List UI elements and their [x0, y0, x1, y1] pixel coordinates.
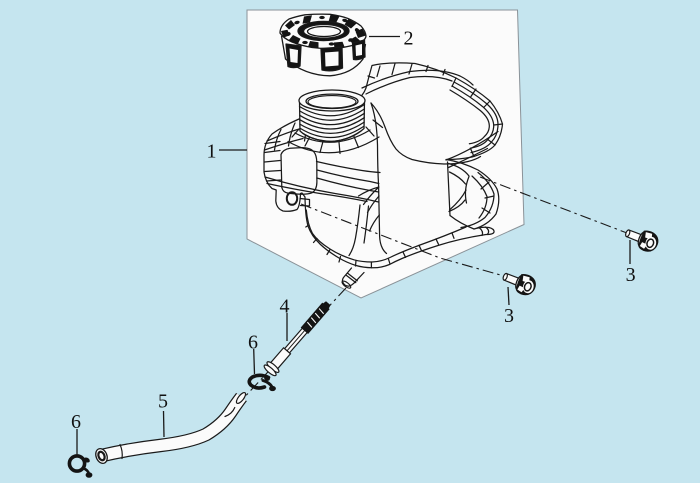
- svg-text:1: 1: [207, 141, 217, 163]
- svg-text:6: 6: [71, 411, 81, 433]
- svg-text:4: 4: [280, 296, 290, 318]
- svg-text:3: 3: [626, 264, 636, 286]
- svg-text:6: 6: [248, 332, 258, 354]
- svg-text:5: 5: [158, 391, 168, 413]
- svg-text:3: 3: [504, 305, 514, 327]
- svg-text:2: 2: [404, 28, 414, 50]
